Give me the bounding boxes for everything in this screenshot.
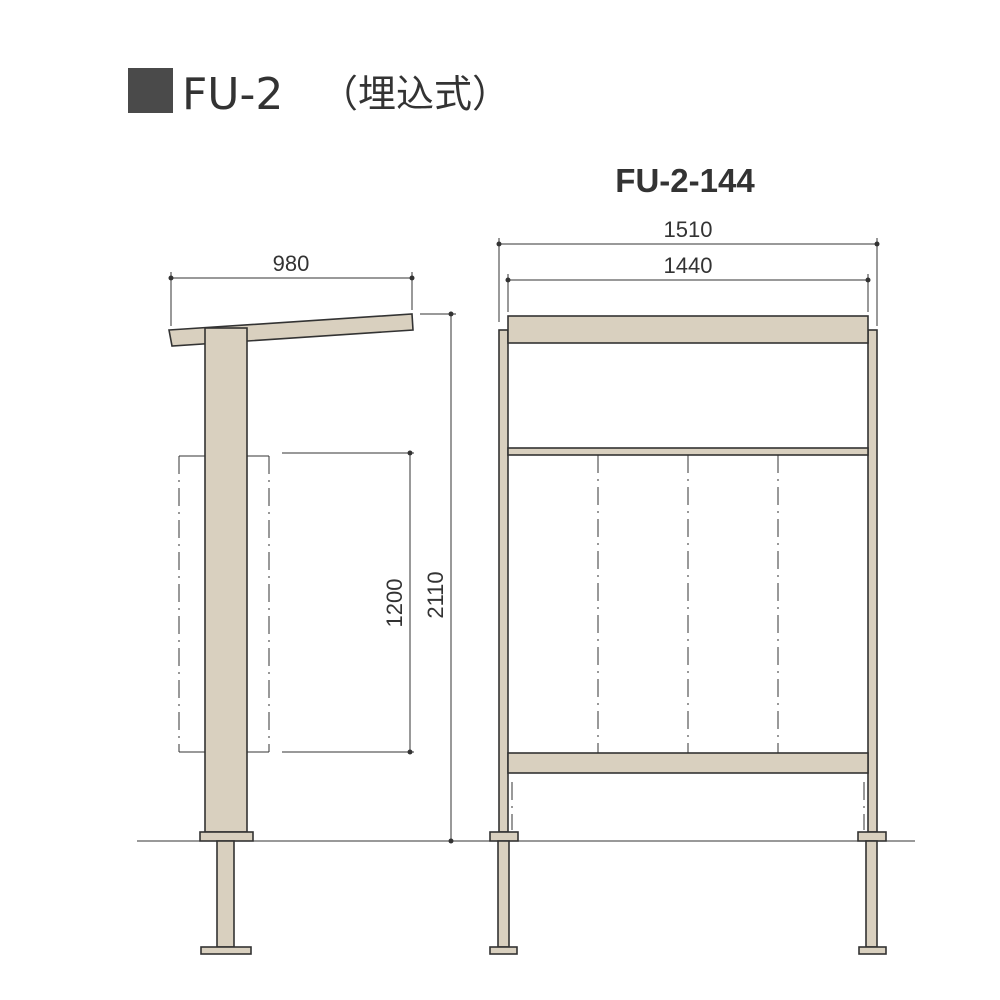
side-foot-plate <box>200 946 252 955</box>
dim-side-depth-text: 980 <box>273 251 310 276</box>
front-left-base-plate <box>489 831 519 842</box>
title-install-type: （埋込式） <box>320 72 510 116</box>
front-right-post <box>867 329 878 833</box>
side-post <box>204 327 248 833</box>
side-view: 980 1200 2110 <box>168 251 456 955</box>
side-base-plate <box>199 831 254 842</box>
front-left-foot-plate <box>489 946 518 955</box>
front-left-post <box>498 329 509 833</box>
front-left-buried-post <box>497 840 510 948</box>
front-view: 1510 1440 <box>489 217 887 955</box>
dim-total-height-text: 2110 <box>423 571 448 618</box>
front-right-base-plate <box>857 831 887 842</box>
dim-front-width-inner-text: 1440 <box>664 253 713 278</box>
dim-panel-height-text: 1200 <box>382 579 407 628</box>
side-buried-post <box>216 840 235 948</box>
front-right-foot-plate <box>858 946 887 955</box>
front-view-label: FU-2-144 <box>615 162 755 199</box>
side-panel-outline <box>178 455 270 753</box>
title-marker-square <box>128 68 173 113</box>
dim-front-width-outer: 1510 <box>496 217 880 326</box>
title-model: FU-2 <box>182 69 283 120</box>
dim-total-height: 2110 <box>420 311 456 844</box>
front-roof-fascia <box>507 315 869 344</box>
dim-side-depth: 980 <box>168 251 415 326</box>
front-bottom-rail <box>507 752 869 774</box>
dim-front-width-inner: 1440 <box>505 253 871 312</box>
front-right-buried-post <box>865 840 878 948</box>
title-block: FU-2 （埋込式） <box>128 68 510 120</box>
dim-front-width-outer-text: 1510 <box>664 217 713 242</box>
front-middle-rail <box>507 447 869 456</box>
front-panel-dividers <box>597 455 779 753</box>
dim-panel-height: 1200 <box>282 450 414 755</box>
